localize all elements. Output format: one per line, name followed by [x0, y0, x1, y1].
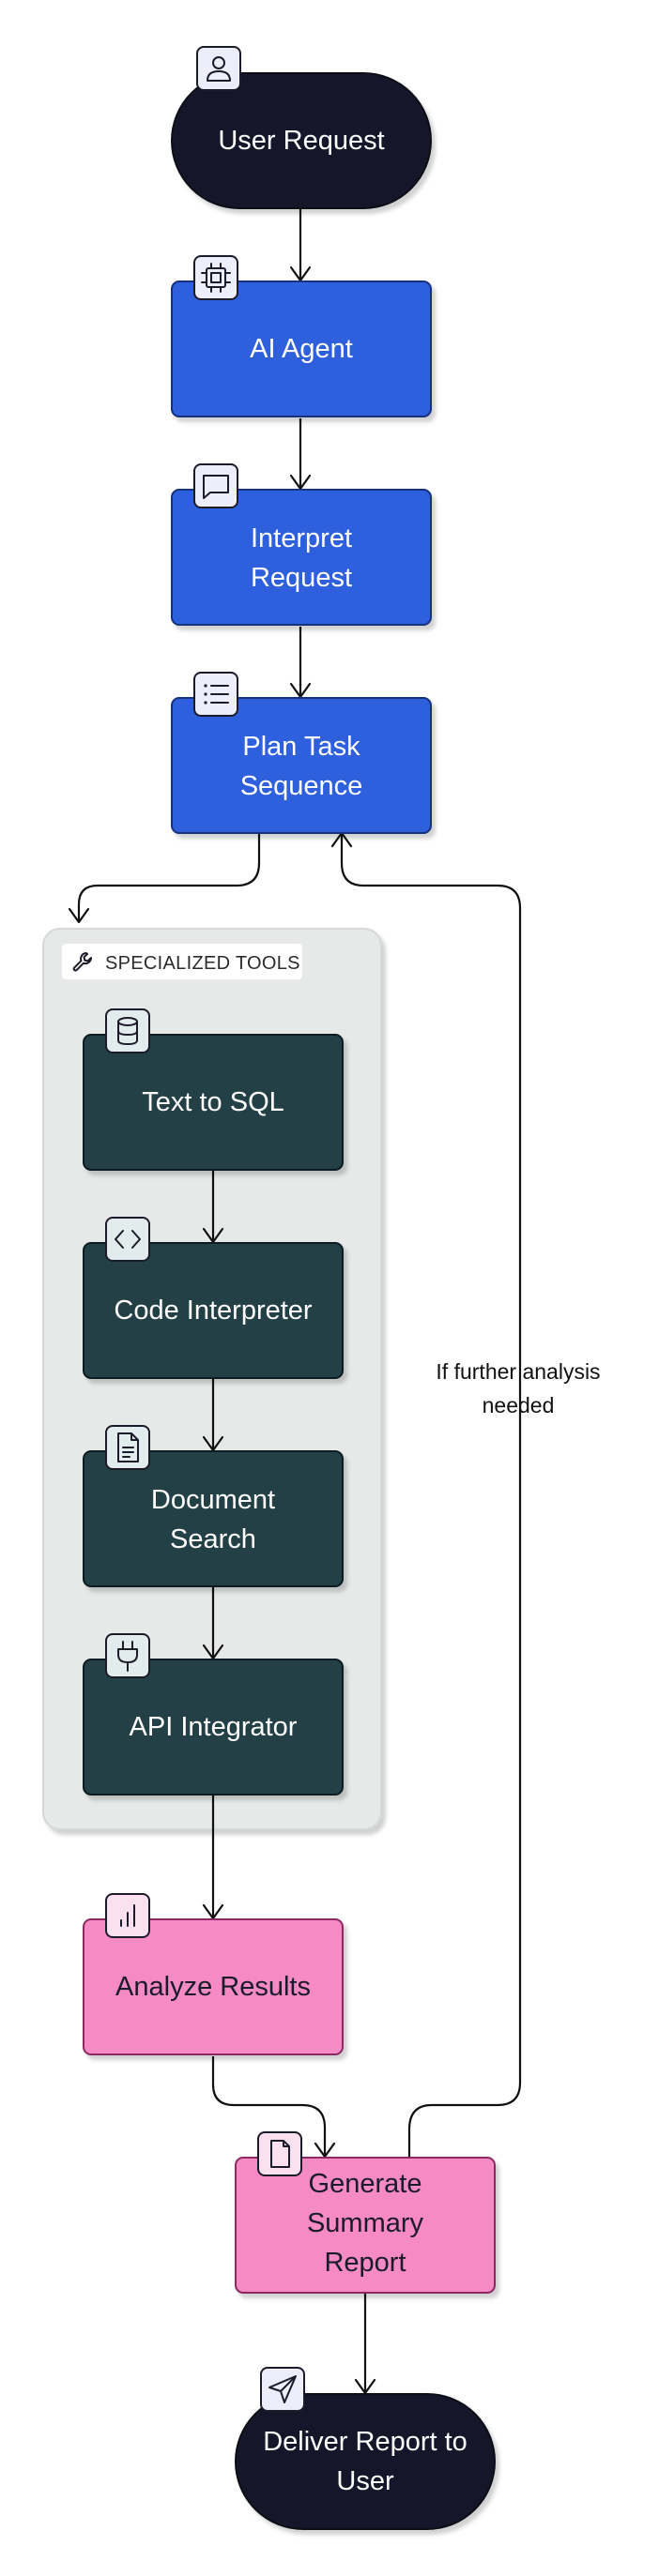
edge-plan-to-tools [77, 833, 261, 920]
svg-text:Sequence: Sequence [240, 771, 363, 801]
node-generate-report[interactable]: Generate Summary Report [235, 2157, 496, 2294]
svg-text:Document: Document [151, 1485, 275, 1515]
svg-text:Plan Task: Plan Task [242, 732, 360, 762]
svg-text:API Integrator: API Integrator [130, 1712, 298, 1742]
user-icon [196, 46, 241, 91]
svg-text:Search: Search [170, 1524, 256, 1554]
edge-report-to-plan-loop [340, 835, 522, 2158]
bar-chart-icon [105, 1893, 150, 1938]
node-analyze-results[interactable]: Analyze Results [83, 1918, 344, 2055]
svg-text:Request: Request [251, 563, 352, 593]
svg-text:User Request: User Request [218, 126, 384, 156]
group-title: SPECIALIZED TOOLS [105, 953, 300, 974]
node-user-request[interactable]: User Request [171, 72, 432, 209]
node-plan-task[interactable]: Plan Task Sequence [171, 697, 432, 834]
svg-text:Summary: Summary [307, 2208, 424, 2238]
file-text-icon [105, 1425, 150, 1470]
code-icon [105, 1217, 150, 1262]
cpu-icon [193, 255, 238, 300]
node-code-interpreter[interactable]: Code Interpreter [83, 1242, 344, 1379]
message-icon [193, 463, 238, 508]
svg-text:Text to SQL: Text to SQL [142, 1087, 284, 1117]
svg-text:Generate: Generate [309, 2169, 422, 2199]
svg-text:Code Interpreter: Code Interpreter [114, 1296, 313, 1326]
svg-text:Report: Report [324, 2248, 406, 2278]
file-icon [257, 2131, 302, 2176]
node-text-to-sql[interactable]: Text to SQL [83, 1034, 344, 1171]
edge-analyze-to-report [211, 2056, 327, 2155]
list-icon [193, 672, 238, 717]
plug-icon [105, 1633, 150, 1678]
database-icon [105, 1008, 150, 1053]
send-icon [260, 2367, 305, 2412]
svg-text:Deliver Report to: Deliver Report to [263, 2427, 467, 2457]
node-ai-agent[interactable]: AI Agent [171, 280, 432, 417]
svg-text:needed: needed [483, 1393, 555, 1417]
node-interpret-request[interactable]: Interpret Request [171, 489, 432, 626]
node-document-search[interactable]: Document Search [83, 1450, 344, 1587]
svg-text:Analyze Results: Analyze Results [115, 1972, 311, 2002]
svg-text:AI Agent: AI Agent [250, 334, 353, 364]
svg-text:User: User [336, 2466, 394, 2496]
svg-text:If further analysis: If further analysis [436, 1359, 600, 1384]
wrench-icon [72, 952, 93, 972]
node-api-integrator[interactable]: API Integrator [83, 1659, 344, 1796]
loop-edge-label: If further analysis needed [436, 1359, 600, 1417]
node-deliver-report[interactable]: Deliver Report to User [235, 2393, 496, 2530]
svg-text:Interpret: Interpret [251, 523, 352, 553]
